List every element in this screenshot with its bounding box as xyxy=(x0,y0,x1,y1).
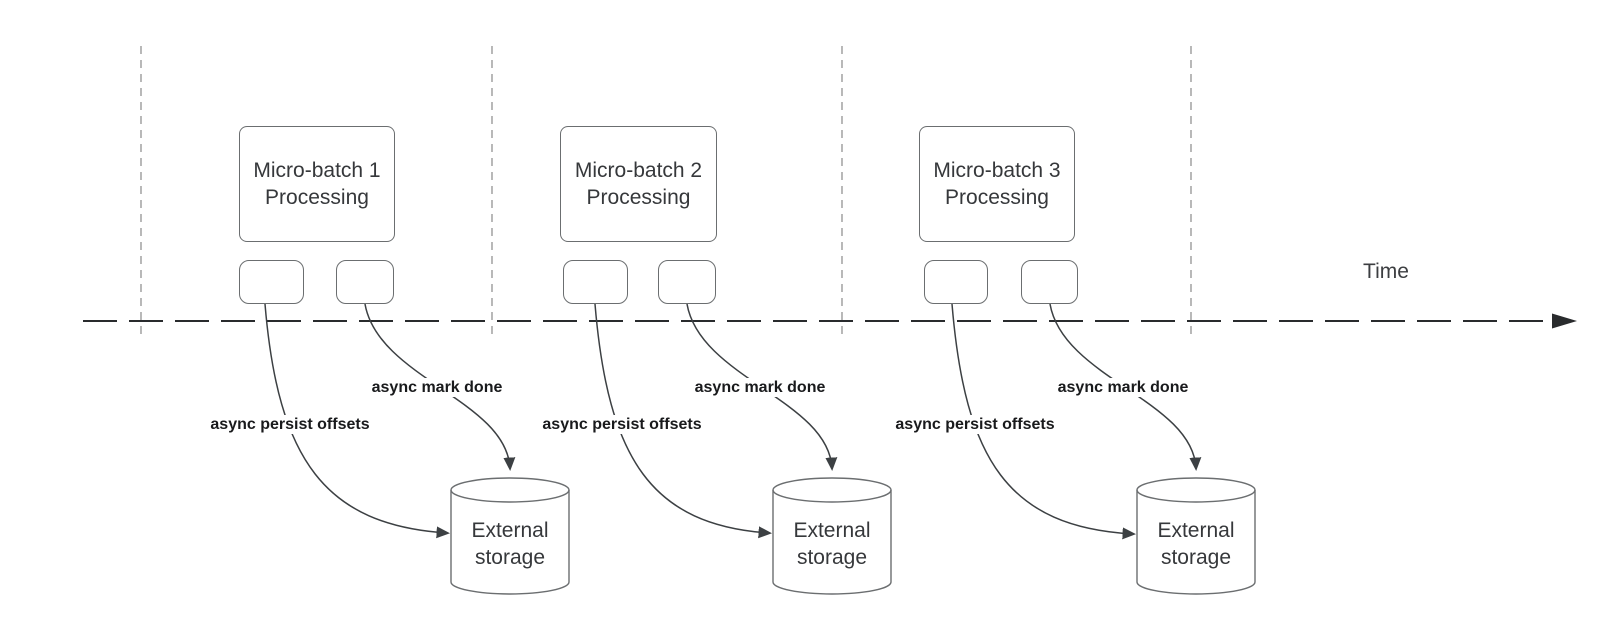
external-storage-cylinder-3 xyxy=(1136,477,1256,595)
persist-offsets-arrow-3 xyxy=(951,303,1136,540)
external-storage-label-1-line2: storage xyxy=(474,546,546,569)
micro-batch-box-3: Micro-batch 3 Processing xyxy=(919,126,1075,242)
persist-offsets-label-2: async persist offsets xyxy=(539,415,705,434)
external-storage-label-1-line1: External xyxy=(471,519,549,542)
batch-3-sub-box-right xyxy=(1021,260,1078,304)
mark-done-label-1: async mark done xyxy=(368,378,506,397)
micro-batch-box-1-line1: Micro-batch 1 xyxy=(253,159,381,182)
persist-offsets-arrow-1 xyxy=(264,303,450,539)
time-label: Time xyxy=(1363,260,1409,283)
external-storage-label-1: External storage xyxy=(450,517,570,571)
micro-batch-box-2-line1: Micro-batch 2 xyxy=(574,159,703,182)
persist-offsets-label-1: async persist offsets xyxy=(207,415,373,434)
persist-offsets-label-3: async persist offsets xyxy=(892,415,1058,434)
persist-offsets-arrow-2 xyxy=(594,303,772,539)
external-storage-label-2-line2: storage xyxy=(796,546,868,569)
batch-2-sub-box-left xyxy=(563,260,628,304)
external-storage-label-2: External storage xyxy=(772,517,892,571)
micro-batch-box-1-line2: Processing xyxy=(265,186,369,209)
external-storage-label-3-line2: storage xyxy=(1160,546,1232,569)
batch-1-sub-box-right xyxy=(336,260,394,304)
batch-3-sub-box-left xyxy=(924,260,988,304)
micro-batch-box-2-line2: Processing xyxy=(586,186,691,209)
batch-1-sub-box-left xyxy=(239,260,304,304)
batch-2-sub-box-right xyxy=(658,260,716,304)
mark-done-label-2: async mark done xyxy=(691,378,829,397)
external-storage-label-3-line1: External xyxy=(1157,519,1235,542)
external-storage-label-2-line1: External xyxy=(793,519,871,542)
time-axis-arrowhead xyxy=(1552,313,1577,329)
external-storage-cylinder-1 xyxy=(450,477,570,595)
micro-batch-box-3-line1: Micro-batch 3 xyxy=(933,159,1061,182)
micro-batch-box-3-line2: Processing xyxy=(945,186,1049,209)
micro-batch-box-1: Micro-batch 1 Processing xyxy=(239,126,395,242)
micro-batch-box-2: Micro-batch 2 Processing xyxy=(560,126,717,242)
external-storage-label-3: External storage xyxy=(1136,517,1256,571)
mark-done-label-3: async mark done xyxy=(1054,378,1192,397)
external-storage-cylinder-2 xyxy=(772,477,892,595)
